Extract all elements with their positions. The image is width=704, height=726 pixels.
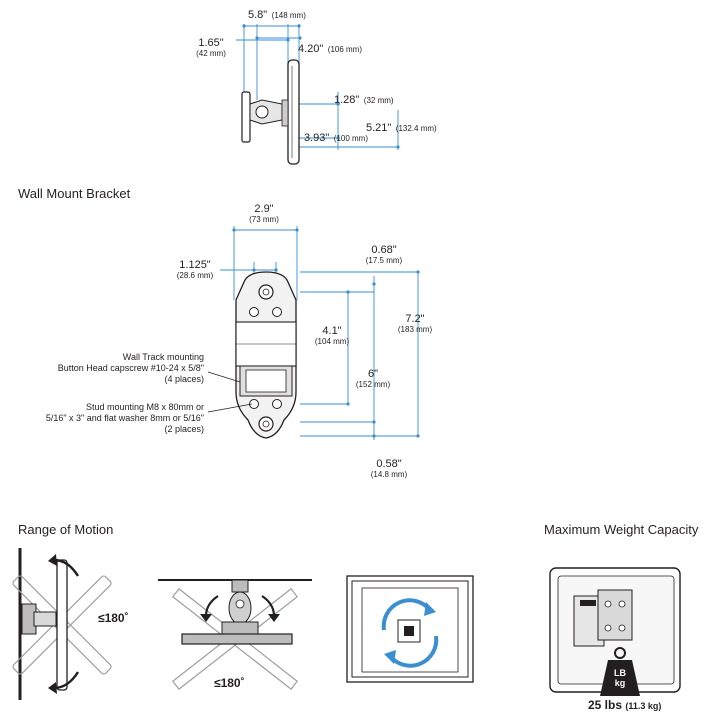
side-dim-6: 3.93" (100 mm): [304, 128, 368, 146]
dim-mm: (14.8 mm): [370, 470, 408, 479]
dim-inch: 1.125": [179, 259, 211, 271]
dim-mm: (17.5 mm): [365, 256, 403, 265]
dim-mm: (132.4 mm): [395, 124, 437, 133]
dim-mm: (148 mm): [271, 11, 306, 20]
dim-mm: (28.6 mm): [176, 271, 214, 280]
pan-motion-drawing: [158, 579, 312, 690]
tilt-motion-drawing: [12, 548, 112, 700]
note-line: (2 places): [164, 424, 204, 434]
dim-inch: 0.68": [371, 244, 397, 256]
dim-inch: 5.8": [248, 9, 268, 21]
dim-inch: 7.2": [405, 313, 425, 325]
tilt-range-label: ≤180˚: [98, 611, 129, 625]
dim-inch: 2.9": [254, 203, 274, 215]
bracket-dim-track-spacing: 4.1" (104 mm): [310, 325, 354, 346]
side-dim-1: 5.8" (148 mm): [248, 5, 306, 23]
bracket-dim-stud-spacing: 6" (152 mm): [350, 368, 396, 389]
dim-mm: (73 mm): [249, 215, 279, 224]
dim-inch: 0.58": [376, 458, 402, 470]
bracket-drawing: [207, 226, 420, 440]
dim-mm: (42 mm): [196, 49, 226, 58]
rotation-motion-drawing: [346, 575, 474, 683]
dim-mm: (104 mm): [314, 337, 350, 346]
dim-inch: 1.65": [198, 37, 224, 49]
note-line: Button Head capscrew #10-24 x 5/8": [57, 363, 204, 373]
side-dim-5: 5.21" (132.4 mm): [366, 118, 437, 136]
dim-inch: 6": [367, 368, 379, 380]
wall-track-note: Wall Track mounting Button Head capscrew…: [58, 352, 204, 385]
dim-inch: 5.21": [366, 122, 392, 134]
weight-badge-kg: kg: [614, 678, 626, 688]
note-line: 5/16" x 3" and flat washer 8mm or 5/16": [45, 413, 204, 423]
bracket-dim-bottom-offset: 0.58" (14.8 mm): [364, 458, 414, 479]
note-line: Wall Track mounting: [122, 352, 204, 362]
weight-badge: LB kg: [608, 668, 632, 688]
bracket-dim-height: 7.2" (183 mm): [390, 313, 440, 334]
bracket-title: Wall Mount Bracket: [18, 186, 131, 201]
weight-capacity-title: Maximum Weight Capacity: [544, 522, 699, 537]
weight-kg: (11.3 kg): [625, 701, 662, 711]
dim-inch: 1.28": [334, 94, 360, 106]
note-line: Stud mounting M8 x 80mm or: [85, 402, 204, 412]
dim-mm: (152 mm): [355, 380, 391, 389]
weight-badge-lb: LB: [614, 668, 626, 678]
range-of-motion-title: Range of Motion: [18, 522, 114, 537]
side-view-drawing: [236, 24, 400, 165]
note-line: (4 places): [164, 374, 204, 384]
weight-lbs: 25 lbs: [588, 698, 623, 712]
weight-capacity-drawing: [549, 567, 681, 696]
dim-mm: (106 mm): [327, 45, 363, 54]
dim-inch: 4.20": [298, 43, 324, 55]
pan-range-label: ≤180˚: [214, 676, 245, 690]
weight-value: 25 lbs (11.3 kg): [588, 698, 661, 712]
dim-mm: (100 mm): [333, 134, 369, 143]
bracket-dim-width: 2.9" (73 mm): [244, 203, 284, 224]
side-dim-3: 4.20" (106 mm): [298, 39, 362, 57]
bracket-dim-top-offset: 0.68" (17.5 mm): [360, 244, 408, 265]
dim-inch: 4.1": [322, 325, 342, 337]
side-dim-4: 1.28" (32 mm): [334, 90, 394, 108]
dim-inch: 3.93": [304, 132, 330, 144]
dim-mm: (32 mm): [363, 96, 394, 105]
side-dim-2: 1.65" (42 mm): [192, 37, 230, 58]
bracket-dim-hole-spacing: 1.125" (28.6 mm): [172, 259, 218, 280]
dim-mm: (183 mm): [397, 325, 433, 334]
stud-mount-note: Stud mounting M8 x 80mm or 5/16" x 3" an…: [46, 402, 204, 435]
